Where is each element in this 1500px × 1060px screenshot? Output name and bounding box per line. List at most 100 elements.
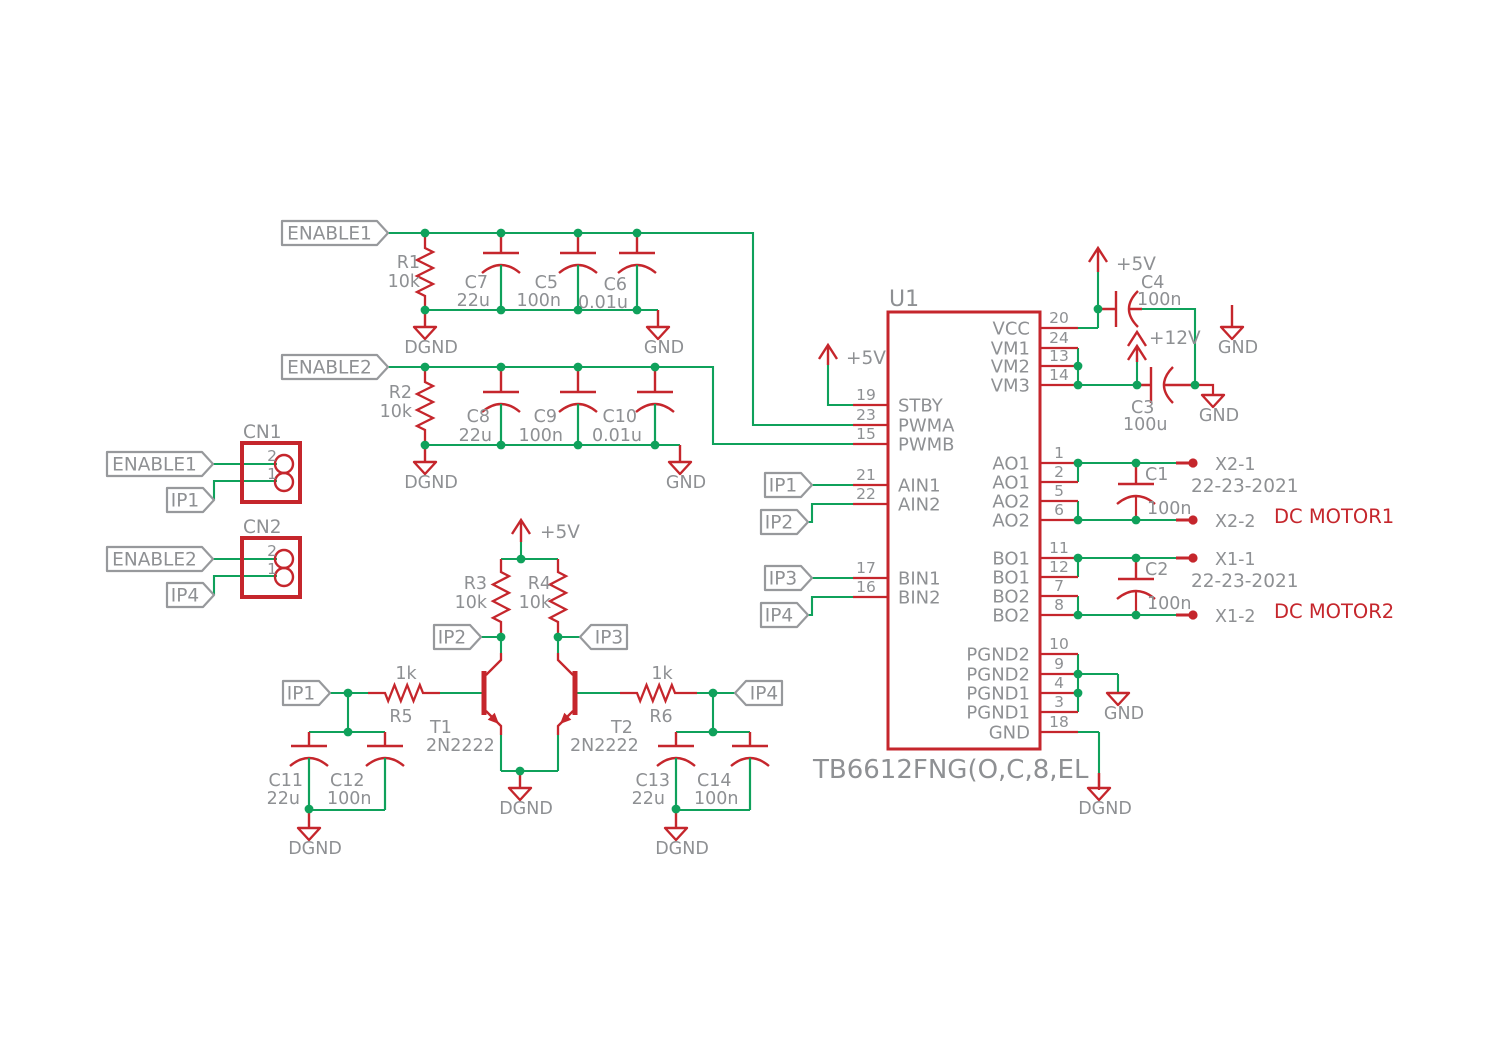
- ground-symbol-gnd[interactable]: GND: [1104, 691, 1144, 724]
- connector-pin[interactable]: [273, 548, 295, 570]
- net-wire: [808, 595, 853, 617]
- net-flag-ip1[interactable]: IP1: [281, 679, 332, 707]
- label: DC MOTOR2: [1274, 600, 1394, 623]
- net-flag-enable2[interactable]: ENABLE2: [105, 545, 215, 573]
- chip-u1[interactable]: U1TB6612FNG(O,C,8,EL19STBY23PWMA15PWMB21…: [812, 287, 1089, 785]
- connector-pin[interactable]: [273, 453, 295, 475]
- connector-pin[interactable]: [273, 566, 295, 588]
- power-flag-12v[interactable]: +12V: [1126, 328, 1201, 362]
- net-flag-enable2[interactable]: ENABLE2: [280, 353, 390, 381]
- ground-symbol-dgnd[interactable]: DGND: [655, 809, 709, 859]
- power-flag-5v[interactable]: +5V: [817, 342, 886, 369]
- net-flag-ip2[interactable]: IP2: [432, 623, 483, 651]
- power-flag-5v[interactable]: +5V: [510, 517, 580, 543]
- junction-dot: [573, 362, 583, 372]
- net-flag-ip4[interactable]: IP4: [733, 679, 784, 707]
- net-flag-ip1[interactable]: IP1: [165, 486, 216, 514]
- terminal-x1-1[interactable]: X1-1: [1176, 550, 1256, 570]
- ground-symbol-dgnd[interactable]: DGND: [404, 445, 458, 493]
- net-flag-ip1[interactable]: IP1: [763, 471, 814, 499]
- ground-symbol-gnd[interactable]: GND: [1218, 305, 1258, 358]
- net-flag-ip3[interactable]: IP3: [763, 564, 814, 592]
- ground-symbol-dgnd[interactable]: DGND: [499, 771, 553, 819]
- ground-symbol-gnd[interactable]: GND: [1199, 393, 1239, 426]
- ground-symbol-dgnd[interactable]: DGND: [288, 809, 342, 859]
- ground-symbol-gnd[interactable]: GND: [644, 310, 684, 358]
- net-flag-enable1[interactable]: ENABLE1: [280, 219, 390, 247]
- ground-symbol-dgnd[interactable]: DGND: [404, 310, 458, 358]
- label: 24: [1049, 329, 1069, 347]
- terminal-x2-1[interactable]: X2-1: [1176, 455, 1256, 475]
- label: GND: [1104, 704, 1144, 724]
- label: PGND1: [966, 684, 1030, 705]
- label: +5V: [1116, 254, 1156, 275]
- ground-symbol-dgnd[interactable]: DGND: [1078, 773, 1132, 819]
- label: BO1: [992, 568, 1030, 589]
- ground-symbol-gnd[interactable]: GND: [666, 445, 706, 493]
- terminal-x2-2[interactable]: X2-2: [1176, 512, 1256, 532]
- net-flag-ip4[interactable]: IP4: [165, 581, 216, 609]
- capacitor-c6[interactable]: C60.01u: [578, 233, 657, 313]
- net-flag-enable1[interactable]: ENABLE1: [105, 450, 215, 478]
- net-flag-ip3[interactable]: IP3: [578, 623, 629, 651]
- power-flag-5v[interactable]: +5V: [1087, 245, 1156, 275]
- junction-dot: [1073, 669, 1083, 679]
- label: R3: [464, 574, 487, 594]
- net-flag-ip4[interactable]: IP4: [759, 601, 810, 629]
- label: 100n: [1147, 594, 1192, 614]
- junction-dot: [650, 362, 660, 372]
- net-wires: [212, 231, 1197, 812]
- terminal-x1-2[interactable]: X1-2: [1176, 607, 1256, 627]
- net-flag-ip2[interactable]: IP2: [759, 508, 810, 536]
- connector-pin[interactable]: [273, 471, 295, 493]
- label: 22u: [632, 789, 665, 809]
